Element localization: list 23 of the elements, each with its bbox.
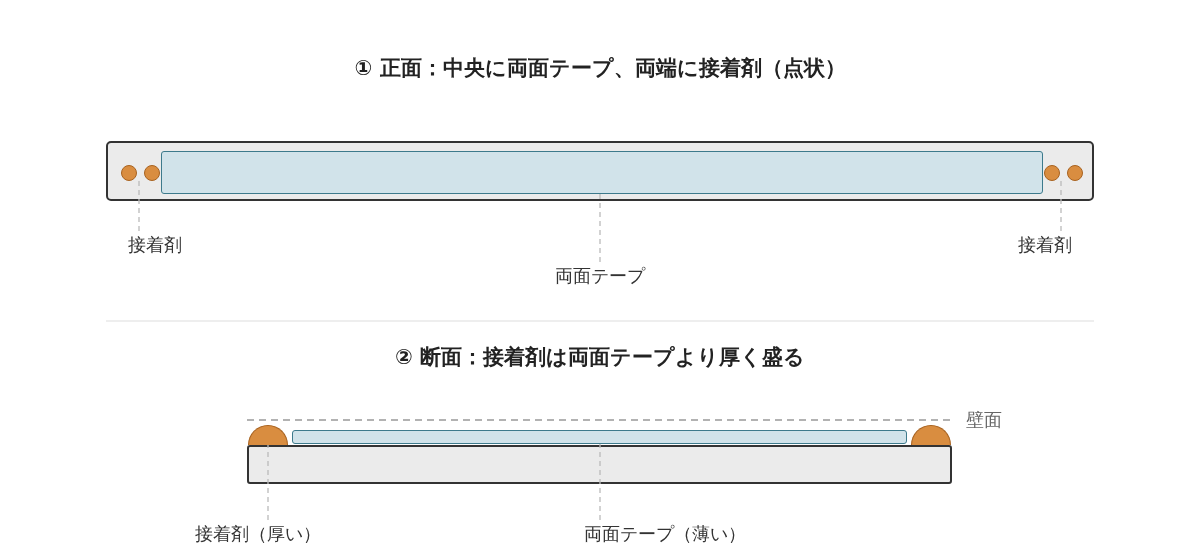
- tape-strip: [292, 430, 907, 444]
- leader-line: [599, 193, 601, 263]
- callout-label: 両面テープ: [555, 264, 645, 288]
- board-section: [247, 445, 952, 484]
- adhesive-dot: [144, 165, 160, 181]
- section-heading: ① 正面：中央に両面テープ、両端に接着剤（点状）: [354, 55, 846, 82]
- callout-label: 接着剤: [128, 233, 182, 257]
- adhesive-bead: [911, 425, 951, 445]
- board-bar: [106, 141, 1094, 201]
- leader-line: [267, 444, 269, 521]
- callout-label: 両面テープ（薄い）: [584, 522, 746, 546]
- tape-strip: [161, 151, 1043, 194]
- wall-label: 壁面: [966, 408, 1002, 432]
- leader-line: [599, 443, 601, 521]
- section-heading: ② 断面：接着剤は両面テープより厚く盛る: [394, 344, 806, 371]
- adhesive-dot: [1044, 165, 1060, 181]
- leader-line: [1060, 180, 1062, 232]
- adhesive-dot: [1067, 165, 1083, 181]
- callout-label: 接着剤（厚い）: [195, 522, 321, 546]
- callout-label: 接着剤: [1018, 233, 1072, 257]
- leader-line: [138, 180, 140, 232]
- adhesive-dot: [121, 165, 137, 181]
- adhesive-bead: [248, 425, 288, 445]
